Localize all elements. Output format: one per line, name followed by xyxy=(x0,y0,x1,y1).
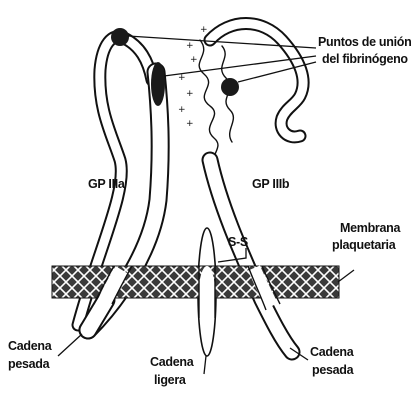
heavy-chain-left-label: Cadena pesada xyxy=(8,339,55,371)
svg-text:+: + xyxy=(178,105,186,115)
fibrinogen-binding-site-middle xyxy=(151,62,165,106)
svg-text:+: + xyxy=(190,55,198,65)
fibrinogen-binding-site-top xyxy=(111,28,129,46)
membrane-label: Membrana plaquetaria xyxy=(332,221,403,252)
fibrinogen-binding-site-right xyxy=(221,78,239,96)
heavy-chain-right-label: Cadena pesada xyxy=(310,345,357,377)
heavy-chain-left-leader xyxy=(58,334,82,356)
gp-iiib-folded-chain xyxy=(199,40,233,170)
membrane-leader xyxy=(338,270,354,282)
svg-text:+: + xyxy=(200,25,208,35)
svg-text:+: + xyxy=(186,41,194,51)
disulfide-label: S-S xyxy=(228,235,248,249)
binding-sites-label: Puntos de unión del fibrinógeno xyxy=(318,35,415,66)
light-chain-leader xyxy=(204,356,206,374)
svg-text:+: + xyxy=(186,119,194,129)
light-chain-label: Cadena ligera xyxy=(150,355,197,387)
gp-iiib-arm xyxy=(210,24,303,137)
gp-iiia-label: GP IIIa xyxy=(88,177,126,191)
gp-iiib-label: GP IIIb xyxy=(252,177,290,191)
svg-text:+: + xyxy=(186,89,194,99)
platelet-membrane xyxy=(52,266,339,298)
light-chain-over-membrane xyxy=(199,266,215,318)
